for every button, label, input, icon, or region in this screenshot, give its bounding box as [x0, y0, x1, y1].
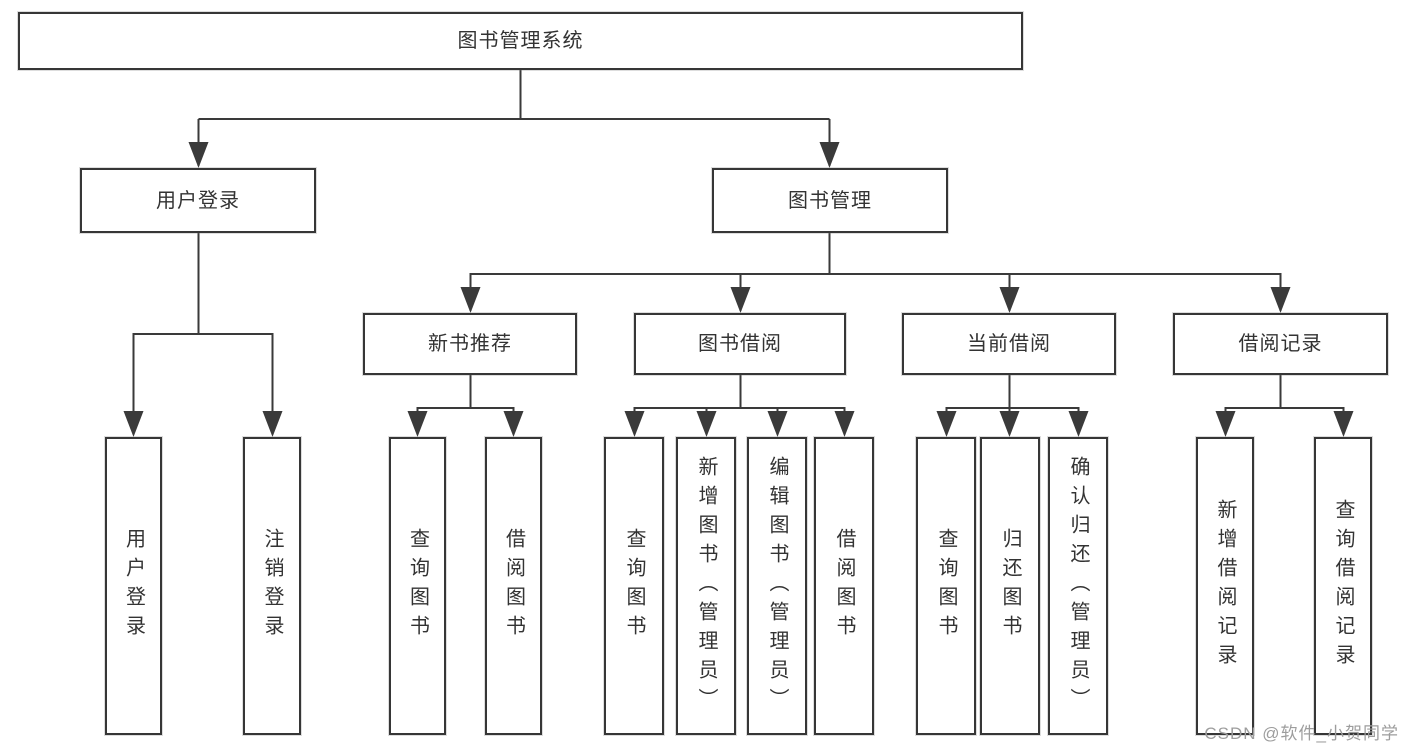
- node-book-management: 图书管理: [712, 168, 948, 233]
- watermark: CSDN @软件_小贺同学: [1204, 724, 1399, 743]
- node-root: 图书管理系统: [18, 12, 1023, 70]
- node-book-borrow: 图书借阅: [634, 313, 846, 375]
- leaf-add-borrow-record: 新增借阅记录: [1196, 437, 1254, 735]
- leaf-borrow-book-label: 借阅图书: [833, 528, 855, 644]
- leaf-query-books-borrow: 查询图书: [604, 437, 664, 735]
- leaf-return-book-label: 归还图书: [999, 528, 1021, 644]
- leaf-confirm-return-admin-label: 确认归还（管理员）: [1067, 455, 1089, 717]
- leaf-borrow-book: 借阅图书: [814, 437, 874, 735]
- node-new-book-recommend: 新书推荐: [363, 313, 577, 375]
- leaf-logout: 注销登录: [243, 437, 301, 735]
- leaf-confirm-return-admin: 确认归还（管理员）: [1048, 437, 1108, 735]
- node-book-borrow-label: 图书借阅: [698, 333, 782, 355]
- node-book-management-label: 图书管理: [788, 189, 872, 212]
- node-borrow-records-label: 借阅记录: [1238, 333, 1323, 355]
- leaf-user-login: 用户登录: [105, 437, 162, 735]
- leaf-edit-book-admin: 编辑图书（管理员）: [747, 437, 807, 735]
- leaf-query-books-current: 查询图书: [916, 437, 976, 735]
- leaf-query-books-borrow-label: 查询图书: [623, 528, 645, 644]
- leaf-query-books-current-label: 查询图书: [935, 528, 957, 644]
- leaf-user-login-label: 用户登录: [122, 528, 145, 644]
- leaf-borrow-books-recommend-label: 借阅图书: [502, 528, 525, 644]
- node-user-login: 用户登录: [80, 168, 316, 233]
- leaf-add-book-admin-label: 新增图书（管理员）: [695, 455, 717, 717]
- node-new-book-recommend-label: 新书推荐: [428, 333, 512, 355]
- leaf-logout-label: 注销登录: [261, 528, 283, 644]
- leaf-return-book: 归还图书: [980, 437, 1040, 735]
- node-borrow-records: 借阅记录: [1173, 313, 1388, 375]
- node-current-borrow-label: 当前借阅: [967, 333, 1051, 355]
- leaf-query-books-recommend: 查询图书: [389, 437, 446, 735]
- leaf-query-borrow-record-label: 查询借阅记录: [1332, 499, 1354, 673]
- leaf-borrow-books-recommend: 借阅图书: [485, 437, 542, 735]
- node-current-borrow: 当前借阅: [902, 313, 1116, 375]
- node-user-login-label: 用户登录: [156, 189, 240, 212]
- leaf-add-borrow-record-label: 新增借阅记录: [1214, 499, 1236, 673]
- leaf-add-book-admin: 新增图书（管理员）: [676, 437, 736, 735]
- node-root-label: 图书管理系统: [457, 30, 584, 52]
- leaf-query-borrow-record: 查询借阅记录: [1314, 437, 1372, 735]
- leaf-query-books-recommend-label: 查询图书: [406, 528, 429, 644]
- leaf-edit-book-admin-label: 编辑图书（管理员）: [766, 455, 788, 717]
